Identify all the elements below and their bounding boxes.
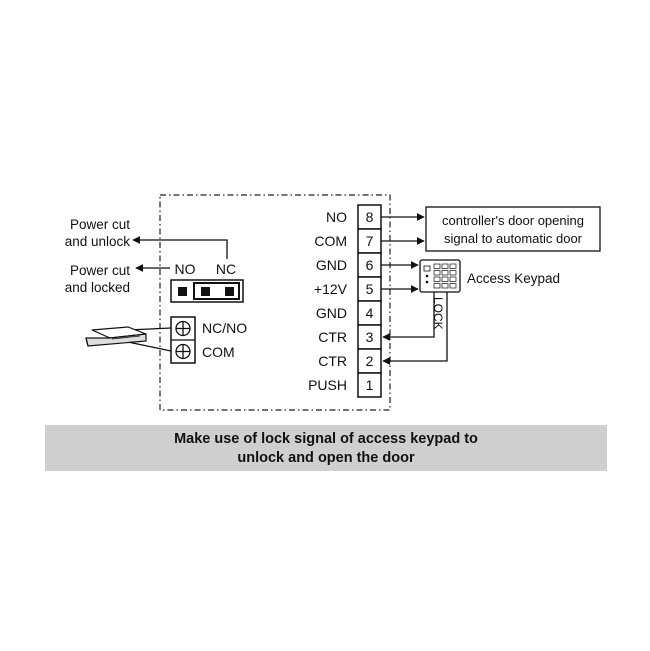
keypad-key	[441, 276, 449, 282]
terminal-label: COM	[314, 233, 347, 249]
terminal-label: GND	[316, 257, 347, 273]
terminal-number: 5	[366, 281, 374, 297]
keypad-lock-label: LOCK	[431, 297, 445, 330]
terminal-number: 4	[366, 305, 374, 321]
keypad-key	[433, 270, 441, 276]
caption-line1: Make use of lock signal of access keypad…	[174, 431, 478, 447]
terminal-label: CTR	[318, 329, 347, 345]
keypad-key	[433, 263, 441, 269]
terminal-label: CTR	[318, 353, 347, 369]
com-label: COM	[202, 344, 235, 360]
terminal-cell	[357, 372, 382, 398]
keypad-key	[441, 283, 449, 289]
controller-enclosure	[159, 194, 391, 411]
keypad-key	[449, 276, 457, 282]
electric-lock-icon	[85, 326, 172, 352]
terminal-number: 1	[366, 377, 374, 393]
wire-keypad-lock-1	[382, 292, 435, 341]
power-cut-unlock-line	[132, 236, 228, 259]
keypad-key	[433, 283, 441, 289]
terminal-labels: NO COM GND +12V GND CTR CTR PUSH	[308, 209, 348, 393]
terminal-number: 6	[366, 257, 374, 273]
terminal-label: NO	[326, 209, 347, 225]
power-cut-unlock-line1: Power cut	[70, 217, 130, 232]
keypad-key	[449, 263, 457, 269]
jumper-header	[170, 279, 244, 303]
lock-screw-terminals	[170, 316, 196, 364]
terminal-number: 7	[366, 233, 374, 249]
terminal-number: 8	[366, 209, 374, 225]
terminal-label: PUSH	[308, 377, 347, 393]
controller-box	[425, 206, 601, 252]
controller-box-line1: controller's door opening	[442, 213, 584, 228]
terminal-number: 3	[366, 329, 374, 345]
controller-box-line2: signal to automatic door	[444, 231, 583, 246]
jumper-no-label: NO	[175, 261, 196, 277]
keypad-icon	[419, 259, 461, 293]
nc-no-label: NC/NO	[202, 320, 247, 336]
caption-bar: Make use of lock signal of access keypad…	[45, 425, 607, 471]
wire-keypad-lock-2	[382, 292, 448, 365]
keypad-key	[449, 283, 457, 289]
power-cut-unlock-line2: and unlock	[65, 234, 131, 249]
wiring-diagram: 8 7 6 5 4 3 2 1 NO COM GND +12V GND CTR CTR PUSH NO NC…	[65, 194, 601, 411]
terminal-block: 8 7 6 5 4 3 2 1	[357, 204, 382, 398]
jumper-nc-label: NC	[216, 261, 236, 277]
keypad-label: Access Keypad	[467, 271, 560, 286]
terminal-number: 2	[366, 353, 374, 369]
power-cut-locked-line1: Power cut	[70, 263, 130, 278]
keypad-key	[441, 263, 449, 269]
caption-line2: unlock and open the door	[237, 450, 415, 466]
keypad-key	[441, 270, 449, 276]
keypad-key	[449, 270, 457, 276]
power-cut-locked-line2: and locked	[65, 280, 130, 295]
terminal-label: GND	[316, 305, 347, 321]
terminal-label: +12V	[314, 281, 348, 297]
keypad-key	[433, 276, 441, 282]
